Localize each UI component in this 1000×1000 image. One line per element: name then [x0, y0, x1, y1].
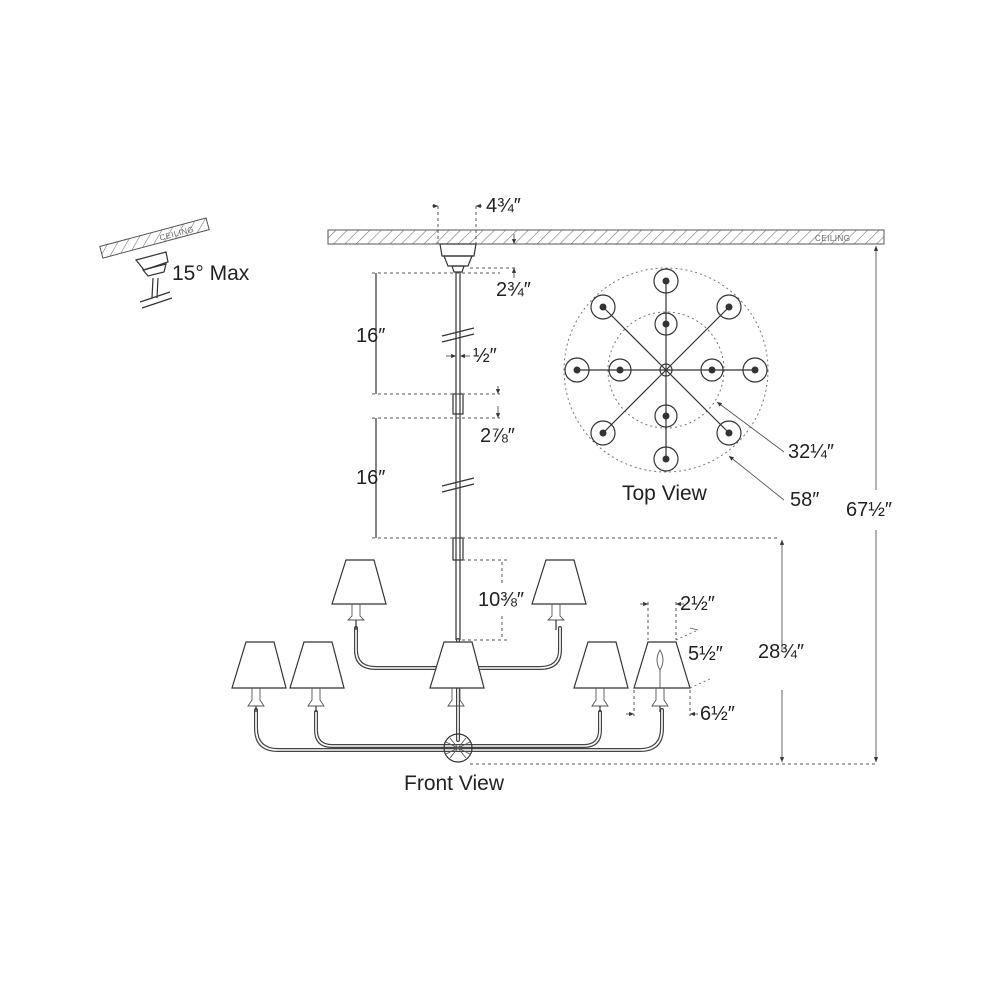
dim-outer-diameter-label: 58″ — [790, 489, 819, 511]
canopy — [439, 243, 477, 273]
dim-shade-bottom-label: 6½″ — [700, 703, 735, 725]
dim-overall-height-label: 67½″ — [846, 499, 892, 521]
shade-lower-1 — [231, 641, 287, 689]
dim-stem-diameter: ½″ — [446, 345, 497, 367]
dim-shade-height: 5½″ — [675, 627, 723, 689]
dim-coupler-label: 2⅞″ — [480, 425, 515, 447]
ceiling: CEILING — [327, 229, 885, 245]
dim-canopy-height-label: 2¾″ — [496, 279, 531, 301]
dim-shade-bottom: 6½″ — [626, 690, 735, 725]
dim-stem-upper-label: 16″ — [356, 325, 385, 347]
dim-body-height: 28¾″ — [470, 540, 878, 765]
top-view-outer-lamps — [564, 268, 768, 472]
dim-body-top-arm: 10⅜″ — [462, 559, 524, 641]
dim-shade-height-label: 5½″ — [688, 643, 723, 665]
top-view-inner-lamps — [608, 312, 724, 428]
stem — [441, 272, 475, 640]
dim-stem-lower: 16″ — [356, 418, 780, 539]
slope-label: 15° Max — [172, 262, 250, 285]
ceiling-label: CEILING — [815, 234, 851, 243]
dim-inner-diameter-label: 32¼″ — [788, 441, 834, 463]
shade-upper-left — [331, 559, 387, 605]
front-view-caption: Front View — [404, 772, 505, 795]
dim-canopy-width: 4¾″ — [432, 195, 521, 244]
dim-coupler: 2⅞″ — [372, 406, 515, 447]
top-view: 32¼″ 58″ Top View — [563, 267, 834, 511]
dim-canopy-width-label: 4¾″ — [486, 195, 521, 217]
top-view-caption: Top View — [622, 482, 708, 505]
shade-upper-right — [531, 559, 587, 605]
dim-shade-top-label: 2½″ — [680, 593, 715, 615]
dim-overall-height: 67½″ — [846, 246, 892, 762]
shade-lower-2 — [289, 641, 345, 689]
front-view-chandelier — [231, 559, 691, 763]
sloped-ceiling-detail: CEILING 15° Max — [99, 217, 250, 309]
dim-shade-top: 2½″ — [640, 593, 715, 640]
dim-stem-lower-label: 16″ — [356, 467, 385, 489]
dim-body-top-arm-label: 10⅜″ — [478, 589, 524, 611]
shade-lower-center — [429, 641, 485, 689]
dim-stem-diameter-label: ½″ — [473, 345, 497, 367]
dim-body-height-label: 28¾″ — [758, 641, 804, 663]
dim-stem-upper: 16″ — [356, 272, 501, 395]
shade-lower-4 — [573, 641, 629, 689]
dim-canopy-height: 2¾″ — [470, 234, 531, 301]
